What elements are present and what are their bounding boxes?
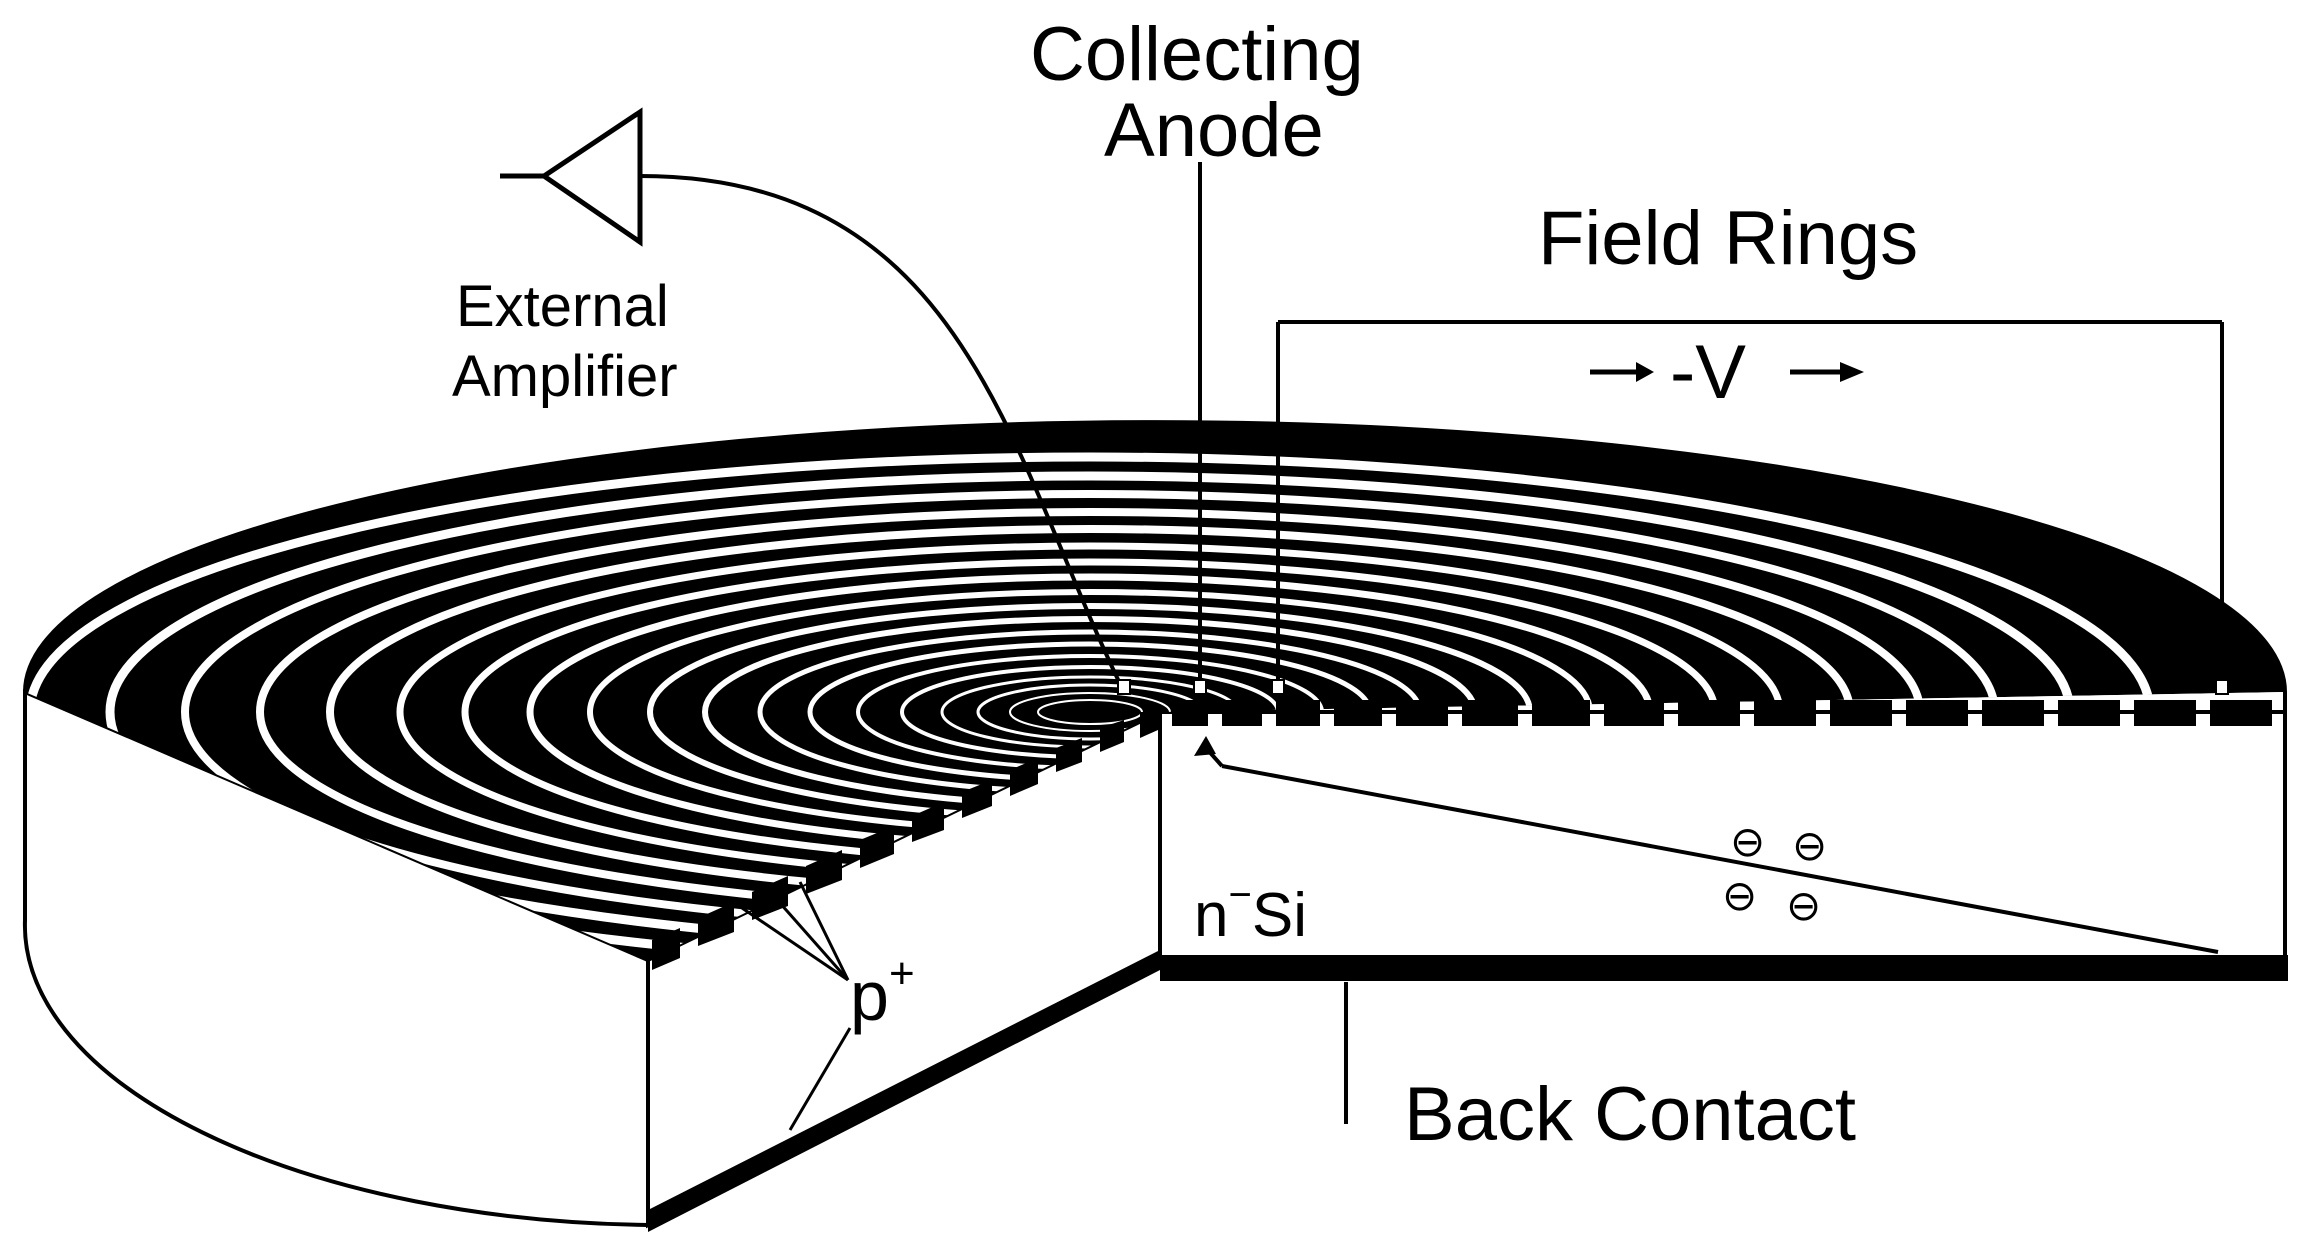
- back-contact-label: Back Contact: [1404, 1072, 1856, 1157]
- drift-arrowhead: [1194, 736, 1216, 756]
- p-plus-superscript: +: [889, 949, 915, 998]
- p-plus-label: p+: [850, 949, 915, 1035]
- substrate-label: n−Si: [1194, 873, 1307, 950]
- electron-symbol: ⊖: [1730, 818, 1765, 865]
- substrate-prefix: n: [1194, 881, 1228, 950]
- detector-right-cut-face: [1158, 710, 2287, 962]
- collecting-anode-label-line2: Anode: [1104, 88, 1324, 173]
- p-plus-implants-left: [652, 712, 1158, 970]
- substrate-superscript: −: [1228, 873, 1251, 917]
- external-amplifier-label-line1: External: [456, 274, 669, 339]
- voltage-arrows: [1590, 362, 1864, 382]
- p-plus-text: p: [850, 957, 889, 1035]
- substrate-text: Si: [1252, 881, 1307, 950]
- voltage-label: -V: [1670, 330, 1746, 415]
- p-plus-pointers: [741, 881, 852, 1131]
- svg-text:n−Si: n−Si: [1194, 873, 1307, 950]
- electron-symbol: ⊖: [1792, 822, 1827, 869]
- detector-outer-wall: [22, 688, 650, 1228]
- collecting-anode-label-line1: Collecting: [1030, 12, 1364, 97]
- back-contact-left-edge: [648, 950, 1160, 1232]
- electron-symbol: ⊖: [1722, 872, 1757, 919]
- field-ring-sections: [1172, 700, 2272, 726]
- external-amplifier-label-line2: Amplifier: [452, 344, 678, 409]
- svg-text:p+: p+: [850, 949, 915, 1035]
- field-rings-bracket: [1276, 320, 2224, 692]
- amplifier-triangle-icon: [539, 107, 643, 247]
- electron-symbol: ⊖: [1786, 882, 1821, 929]
- electron-drift-path: [1221, 764, 2219, 954]
- electron-cluster: ⊖ ⊖ ⊖ ⊖: [1722, 818, 1827, 929]
- amplifier-lead-line: [639, 174, 1126, 693]
- back-contact-layer: [1160, 955, 2288, 981]
- field-rings-label: Field Rings: [1538, 196, 1918, 281]
